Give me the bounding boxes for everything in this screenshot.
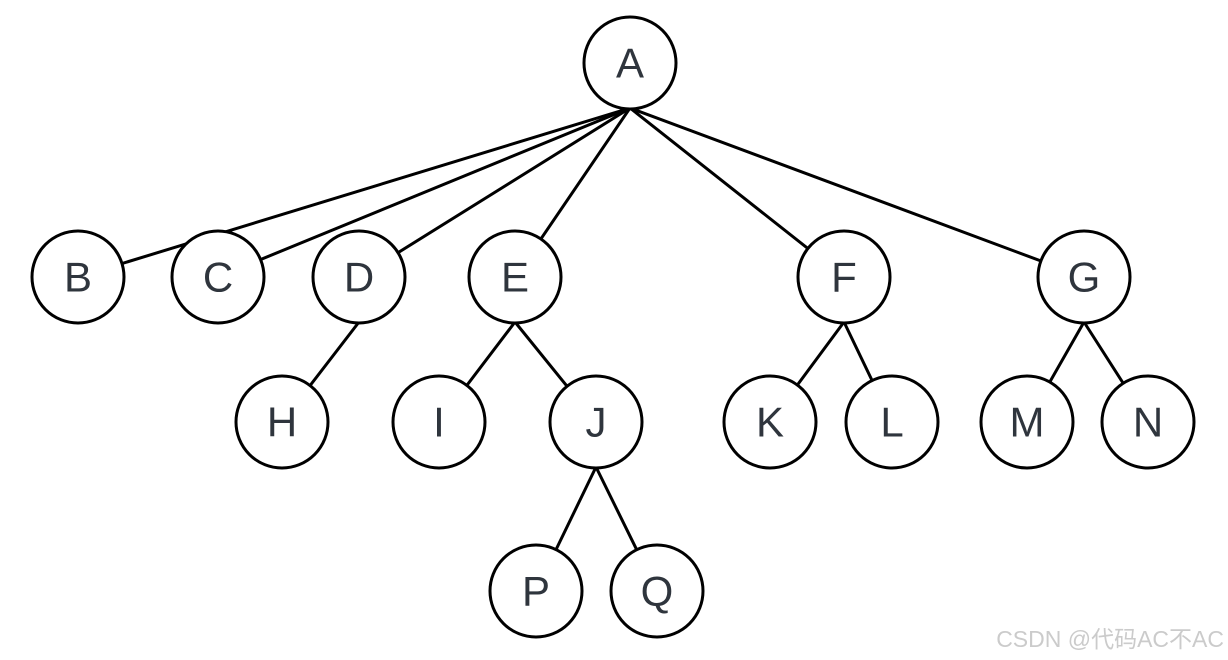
node-label-B: B: [64, 254, 92, 301]
tree-node-D: D: [311, 229, 407, 325]
node-circle-J: [548, 374, 644, 470]
node-label-F: F: [831, 254, 857, 301]
tree-node-J: J: [548, 374, 644, 470]
tree-node-K: K: [722, 374, 818, 470]
tree-node-A: A: [582, 15, 678, 111]
edges-layer: [76, 106, 1150, 593]
tree-edge-A-D: [357, 106, 632, 279]
node-circle-H: [234, 374, 330, 470]
node-circle-C: [170, 229, 266, 325]
node-label-I: I: [433, 399, 445, 446]
node-circle-I: [391, 374, 487, 470]
tree-edge-A-B: [76, 106, 632, 279]
node-label-D: D: [344, 254, 374, 301]
node-label-G: G: [1068, 254, 1101, 301]
watermark-text: CSDN @代码AC不AC: [996, 626, 1224, 652]
node-circle-P: [488, 543, 584, 639]
tree-node-N: N: [1100, 374, 1196, 470]
node-label-E: E: [501, 254, 529, 301]
node-label-N: N: [1133, 399, 1163, 446]
node-label-K: K: [756, 399, 784, 446]
nodes-layer: A B C D E F G H I J K L M N P Q: [30, 15, 1196, 639]
tree-node-M: M: [979, 374, 1075, 470]
tree-node-E: E: [467, 229, 563, 325]
node-label-M: M: [1010, 399, 1045, 446]
node-label-A: A: [616, 40, 644, 87]
node-label-J: J: [586, 399, 607, 446]
tree-node-B: B: [30, 229, 126, 325]
node-circle-E: [467, 229, 563, 325]
tree-node-F: F: [796, 229, 892, 325]
tree-edge-A-G: [628, 106, 1086, 279]
node-circle-D: [311, 229, 407, 325]
node-label-P: P: [522, 568, 550, 615]
node-circle-Q: [609, 543, 705, 639]
tree-node-Q: Q: [609, 543, 705, 639]
tree-node-H: H: [234, 374, 330, 470]
tree-node-L: L: [844, 374, 940, 470]
node-circle-B: [30, 229, 126, 325]
tree-node-I: I: [391, 374, 487, 470]
node-circle-M: [979, 374, 1075, 470]
tree-node-G: G: [1036, 229, 1132, 325]
node-label-H: H: [267, 399, 297, 446]
node-label-C: C: [203, 254, 233, 301]
node-label-Q: Q: [641, 568, 674, 615]
node-circle-N: [1100, 374, 1196, 470]
node-circle-K: [722, 374, 818, 470]
node-circle-F: [796, 229, 892, 325]
tree-edge-A-C: [216, 106, 632, 279]
node-circle-L: [844, 374, 940, 470]
node-circle-G: [1036, 229, 1132, 325]
tree-node-P: P: [488, 543, 584, 639]
node-circle-A: [582, 15, 678, 111]
node-label-L: L: [880, 399, 903, 446]
tree-node-C: C: [170, 229, 266, 325]
